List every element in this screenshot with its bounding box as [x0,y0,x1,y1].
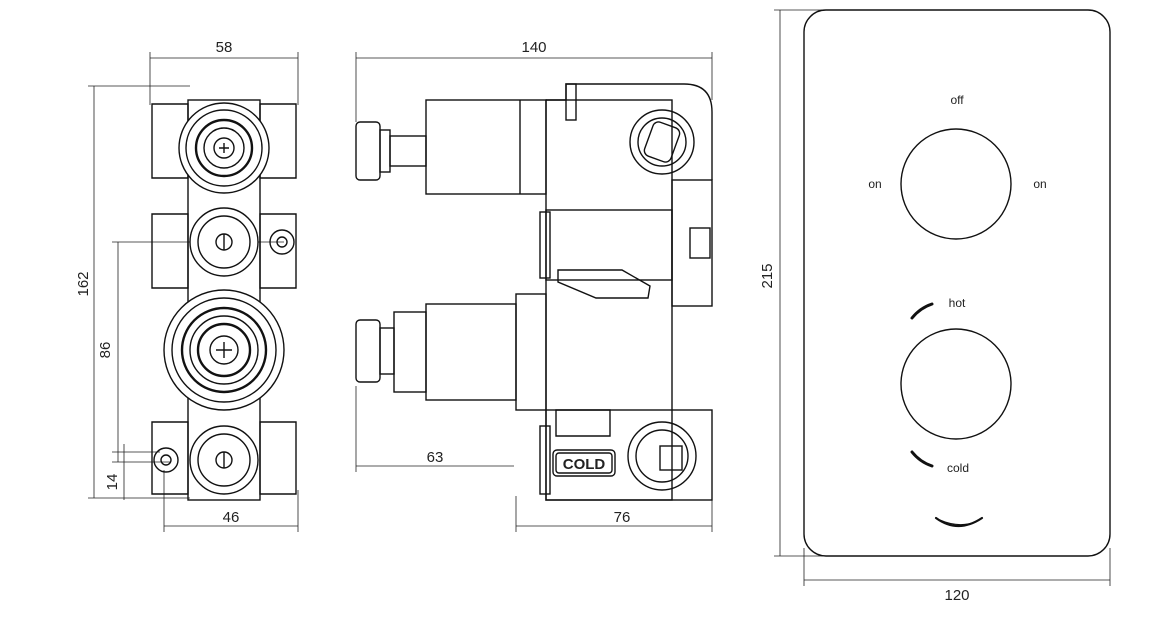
dim-58: 58 [149,39,299,105]
dim-76: 76 [515,496,713,532]
dim-215-label: 215 [759,263,776,288]
flow-knob [900,128,1012,240]
lower-cartridge [355,293,547,411]
dim-120: 120 [803,548,1111,604]
upper-small-valve [189,207,295,277]
lower-small-valve [153,425,259,495]
cold-arrow-icon [910,450,934,468]
dim-58-label: 58 [216,39,233,56]
label-on-right: on [1033,177,1046,191]
dim-46: 46 [163,470,299,532]
temperature-knob [900,328,1012,440]
front-frame [151,99,297,501]
upper-cartridge [355,99,547,195]
label-cold: cold [947,461,969,475]
brand-logo-inner-icon [939,519,977,526]
dim-215: 215 [759,9,830,557]
dim-76-label: 76 [614,509,631,526]
side-body [539,83,713,501]
top-valve [178,102,270,194]
dim-63: 63 [355,386,514,472]
cold-body-label: COLD [563,456,606,473]
dim-120-label: 120 [944,587,969,604]
side-view: 140 63 76 [355,39,713,532]
dim-86-label: 86 [97,342,114,359]
label-on-left: on [868,177,881,191]
dim-162-label: 162 [75,271,92,296]
front-view: 58 162 86 14 46 [75,39,299,532]
dim-46-label: 46 [223,509,240,526]
label-off: off [950,93,964,107]
dim-162: 162 [75,85,190,499]
face-plate [803,9,1111,557]
dim-14-label: 14 [104,474,121,491]
label-hot: hot [949,296,966,310]
dim-63-label: 63 [427,449,444,466]
hot-arrow-icon [910,302,934,320]
dim-140-label: 140 [521,39,546,56]
brand-logo-icon [934,516,984,528]
mixing-valve [163,289,285,411]
face-plate-view: 215 120 off on on hot cold [759,9,1111,604]
dim-140: 140 [355,39,713,122]
cold-label-box: COLD [552,449,616,477]
